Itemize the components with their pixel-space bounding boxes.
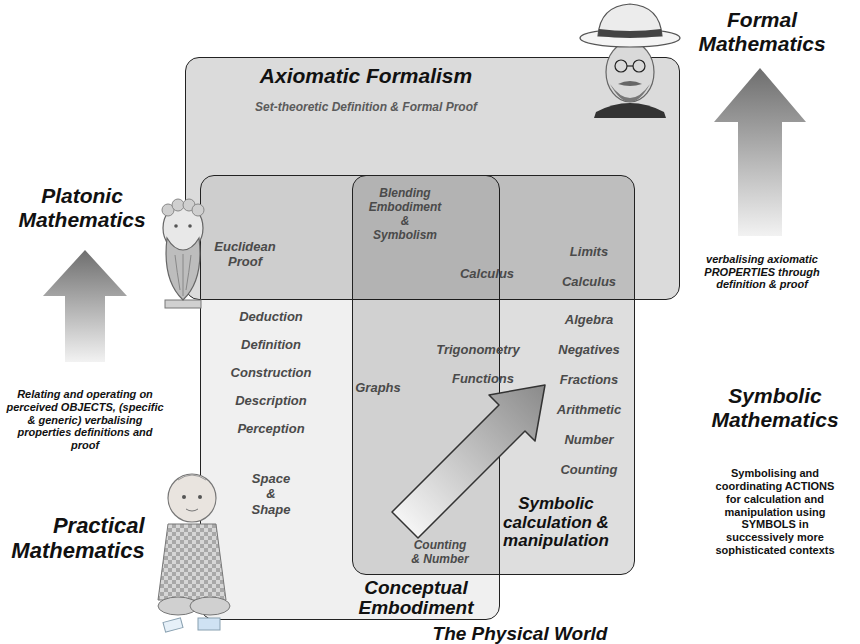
world-title: Formal Mathematics (698, 8, 825, 56)
text-holder: Fractions (560, 370, 619, 388)
text-holder: Deduction (239, 307, 303, 325)
topic-label: Blending Embodiment & Symbolism (369, 186, 442, 243)
diagonal-arrow (392, 385, 545, 538)
world-note: verbalising axiomatic PROPERTIES through… (697, 253, 827, 292)
topic-label: Algebra (565, 312, 613, 327)
text-holder: Set-theoretic Definition & Formal Proof (255, 97, 477, 115)
topic-label: Fractions (560, 372, 619, 387)
topic-label: Trigonometry (436, 342, 520, 357)
region-heading: Axiomatic Formalism (260, 64, 472, 89)
text-holder: Symbolic Mathematics (711, 384, 838, 432)
region-heading: Conceptual Embodiment (358, 578, 473, 618)
text-holder: Limits (570, 242, 608, 260)
hilbert-portrait (580, 4, 680, 118)
topic-label: Arithmetic (557, 402, 621, 417)
topic-label: Definition (241, 337, 301, 352)
topic-label: Euclidean Proof (214, 239, 275, 270)
region-subtitle: Set-theoretic Definition & Formal Proof (255, 100, 477, 114)
text-holder: Graphs (355, 378, 401, 396)
text-holder: Symbolic calculation & manipulation (491, 495, 621, 551)
text-holder: Euclidean Proof (214, 239, 275, 270)
topic-label: Calculus (460, 266, 514, 281)
text-holder: Axiomatic Formalism (260, 64, 472, 89)
ground-label: The Physical World (433, 624, 608, 643)
text-holder: Counting (560, 460, 617, 478)
topic-label: Deduction (239, 309, 303, 324)
topic-label: Functions (452, 371, 514, 386)
text-holder: Perception (237, 419, 304, 437)
text-holder: Calculus (460, 264, 514, 282)
topic-label: Negatives (558, 342, 619, 357)
world-note: Relating and operating on perceived OBJE… (5, 388, 165, 453)
text-holder: Formal Mathematics (698, 8, 825, 56)
text-holder: Construction (231, 363, 312, 381)
topic-label: Limits (570, 244, 608, 259)
baby-picture (158, 474, 230, 632)
topic-label: Number (564, 432, 613, 447)
topic-label: Graphs (355, 380, 401, 395)
text-holder: verbalising axiomatic PROPERTIES through… (697, 253, 827, 293)
text-holder: Functions (452, 369, 514, 387)
text-holder: Algebra (565, 310, 613, 328)
topic-label: Construction (231, 365, 312, 380)
text-holder: Number (564, 430, 613, 448)
text-holder: Blending Embodiment & Symbolism (369, 186, 442, 243)
text-holder: Space & Shape (251, 471, 290, 518)
text-holder: Symbolising and coordinating ACTIONS for… (708, 467, 843, 559)
text-holder: The Physical World (433, 624, 608, 644)
text-holder: Relating and operating on perceived OBJE… (5, 388, 165, 454)
plato-bust (162, 199, 204, 308)
up-arrow (43, 250, 127, 362)
topic-label: Calculus (562, 274, 616, 289)
text-holder: Definition (241, 335, 301, 353)
text-holder: Negatives (558, 340, 619, 358)
text-holder: Trigonometry (436, 340, 520, 358)
world-title: Practical Mathematics (11, 513, 144, 564)
region-heading: Symbolic calculation & manipulation (491, 495, 621, 551)
text-holder: Arithmetic (557, 400, 621, 418)
topic-label: Space & Shape (251, 471, 290, 517)
text-holder: Calculus (562, 272, 616, 290)
world-note: Symbolising and coordinating ACTIONS for… (708, 467, 843, 558)
text-holder: Practical Mathematics (11, 513, 144, 564)
topic-label: Perception (237, 421, 304, 436)
topic-label: Counting (560, 462, 617, 477)
text-holder: Conceptual Embodiment (358, 578, 473, 618)
topic-label: Counting & Number (408, 538, 472, 566)
topic-label: Description (235, 393, 307, 408)
up-arrow (714, 68, 806, 236)
text-holder: Counting & Number (408, 538, 472, 567)
world-title: Platonic Mathematics (18, 184, 145, 232)
text-holder: Description (235, 391, 307, 409)
world-title: Symbolic Mathematics (711, 384, 838, 432)
text-holder: Platonic Mathematics (18, 184, 145, 232)
